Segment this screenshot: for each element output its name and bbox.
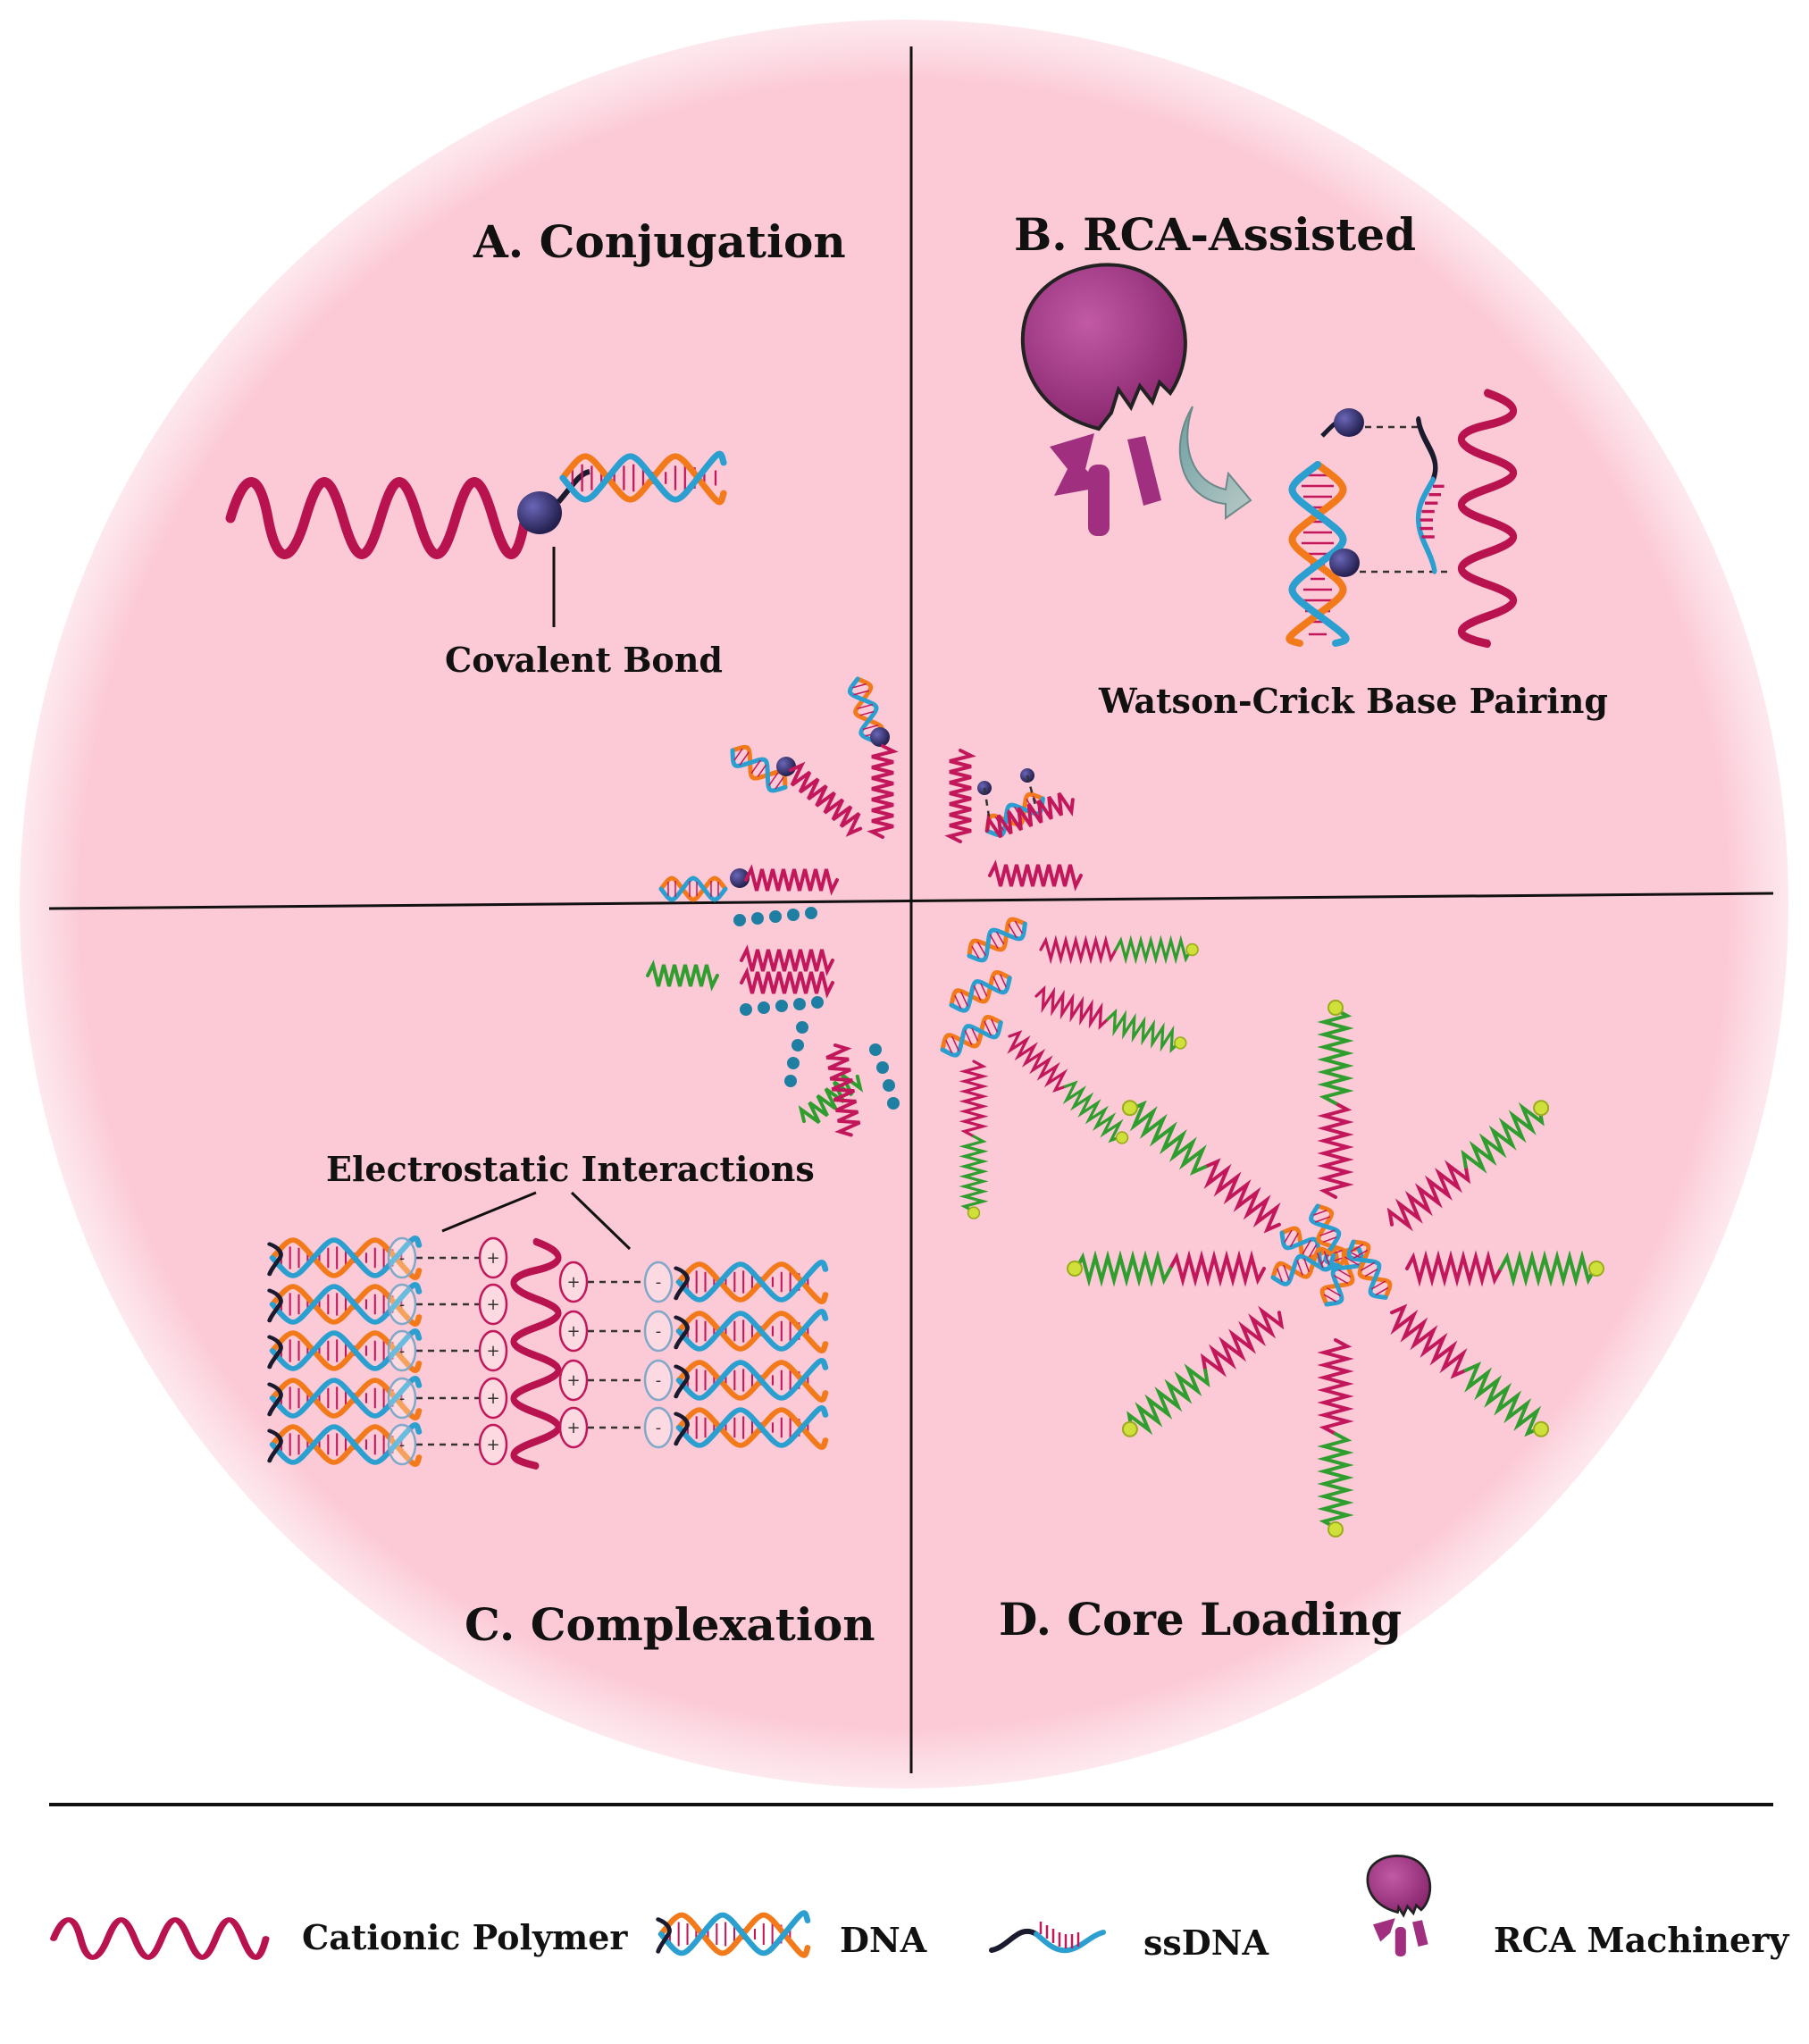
charge-pair: -+ <box>387 1283 508 1326</box>
electrostatic-label: Electrostatic Interactions <box>326 1149 815 1189</box>
charge-pair: -+ <box>558 1406 674 1449</box>
charge-pairs-right: -+-+-+-+ <box>558 1261 674 1449</box>
negative-charge-sign: - <box>656 1419 662 1437</box>
legend-cationic-polymer-icon <box>54 1920 266 1957</box>
background-circle <box>20 20 1788 1788</box>
negative-charge <box>643 1310 674 1353</box>
negative-charge-sign: - <box>656 1322 662 1341</box>
electrostatic-pointer-right <box>570 1191 632 1251</box>
conjugation-title: A. Conjugation <box>473 215 846 268</box>
negative-charge-sign: - <box>399 1436 406 1454</box>
positive-charge <box>558 1359 589 1402</box>
linker <box>556 469 590 504</box>
positive-charge <box>478 1423 508 1466</box>
positive-charge-sign: + <box>486 1389 499 1408</box>
negative-charge <box>387 1283 417 1326</box>
charge-pair: -+ <box>387 1329 508 1372</box>
quadrant-conjugation: A. Conjugation Covalent Bond <box>230 215 895 900</box>
negative-charge <box>387 1377 417 1420</box>
rca-product-cluster <box>948 749 1083 888</box>
negative-charge-sign: - <box>399 1389 406 1408</box>
negative-charge-sign: - <box>399 1295 406 1314</box>
legend: Cationic Polymer DNA ssDNA RCA Machinery <box>54 1855 1789 1963</box>
quadrant-rca-assisted: B. RCA-Assisted Watson-Crick Base Pairin… <box>948 208 1608 888</box>
charge-pair: -+ <box>387 1236 508 1279</box>
small-complex-cluster <box>646 907 900 1139</box>
core-loading-title: D. Core Loading <box>999 1593 1402 1646</box>
legend-dna-label: DNA <box>840 1920 927 1960</box>
negative-charge <box>387 1423 417 1466</box>
quadrant-complexation: Electrostatic Interactions -+-+-+-+-+ -+… <box>270 907 900 1651</box>
negative-charge-sign: - <box>656 1273 662 1292</box>
positive-charge-sign: + <box>486 1342 499 1361</box>
watson-crick-label: Watson-Crick Base Pairing <box>1098 681 1608 721</box>
quadrant-core-loading: D. Core Loading <box>938 915 1605 1646</box>
positive-charge <box>558 1310 589 1353</box>
charge-pair: -+ <box>558 1261 674 1303</box>
electrostatic-pointer-left <box>441 1191 537 1233</box>
charge-pair: -+ <box>387 1377 508 1420</box>
negative-charge <box>387 1329 417 1372</box>
charge-pairs-left: -+-+-+-+-+ <box>387 1236 508 1466</box>
conjugate-cluster <box>661 676 895 900</box>
legend-cationic-polymer-label: Cationic Polymer <box>302 1917 628 1957</box>
negative-charge-sign: - <box>399 1249 406 1268</box>
complexation-title: C. Complexation <box>465 1598 875 1651</box>
positive-charge <box>558 1406 589 1449</box>
positive-charge-sign: + <box>486 1436 499 1454</box>
positive-charge <box>558 1261 589 1303</box>
positive-charge <box>478 1236 508 1279</box>
negative-charge <box>387 1236 417 1279</box>
legend-rca-machinery-icon <box>1366 1855 1432 1956</box>
positive-charge-sign: + <box>486 1295 499 1314</box>
rca-machinery-icon <box>1020 263 1187 536</box>
covalent-bond-label: Covalent Bond <box>445 640 723 680</box>
legend-ssdna-icon <box>992 1922 1103 1950</box>
positive-charge-sign: + <box>566 1419 580 1437</box>
positive-charge <box>478 1283 508 1326</box>
charge-pair: -+ <box>387 1423 508 1466</box>
positive-charge <box>478 1329 508 1372</box>
negative-charge-sign: - <box>656 1371 662 1390</box>
positive-charge-sign: + <box>566 1273 580 1292</box>
legend-dna-icon <box>658 1913 808 1956</box>
positive-charge <box>478 1377 508 1420</box>
legend-ssdna-label: ssDNA <box>1143 1923 1269 1963</box>
covalent-anchor-icon <box>517 491 562 534</box>
negative-charge-sign: - <box>399 1342 406 1361</box>
negative-charge <box>643 1261 674 1303</box>
charge-pair: -+ <box>558 1359 674 1402</box>
positive-charge-sign: + <box>566 1371 580 1390</box>
horizontal-divider <box>48 892 1774 910</box>
negative-charge <box>643 1359 674 1402</box>
negative-charge <box>643 1406 674 1449</box>
charge-pair: -+ <box>558 1310 674 1353</box>
positive-charge-sign: + <box>486 1249 499 1268</box>
legend-rca-machinery-label: RCA Machinery <box>1494 1920 1789 1960</box>
positive-charge-sign: + <box>566 1322 580 1341</box>
rca-assisted-title: B. RCA-Assisted <box>1014 208 1416 261</box>
curved-arrow-icon <box>1178 406 1252 520</box>
